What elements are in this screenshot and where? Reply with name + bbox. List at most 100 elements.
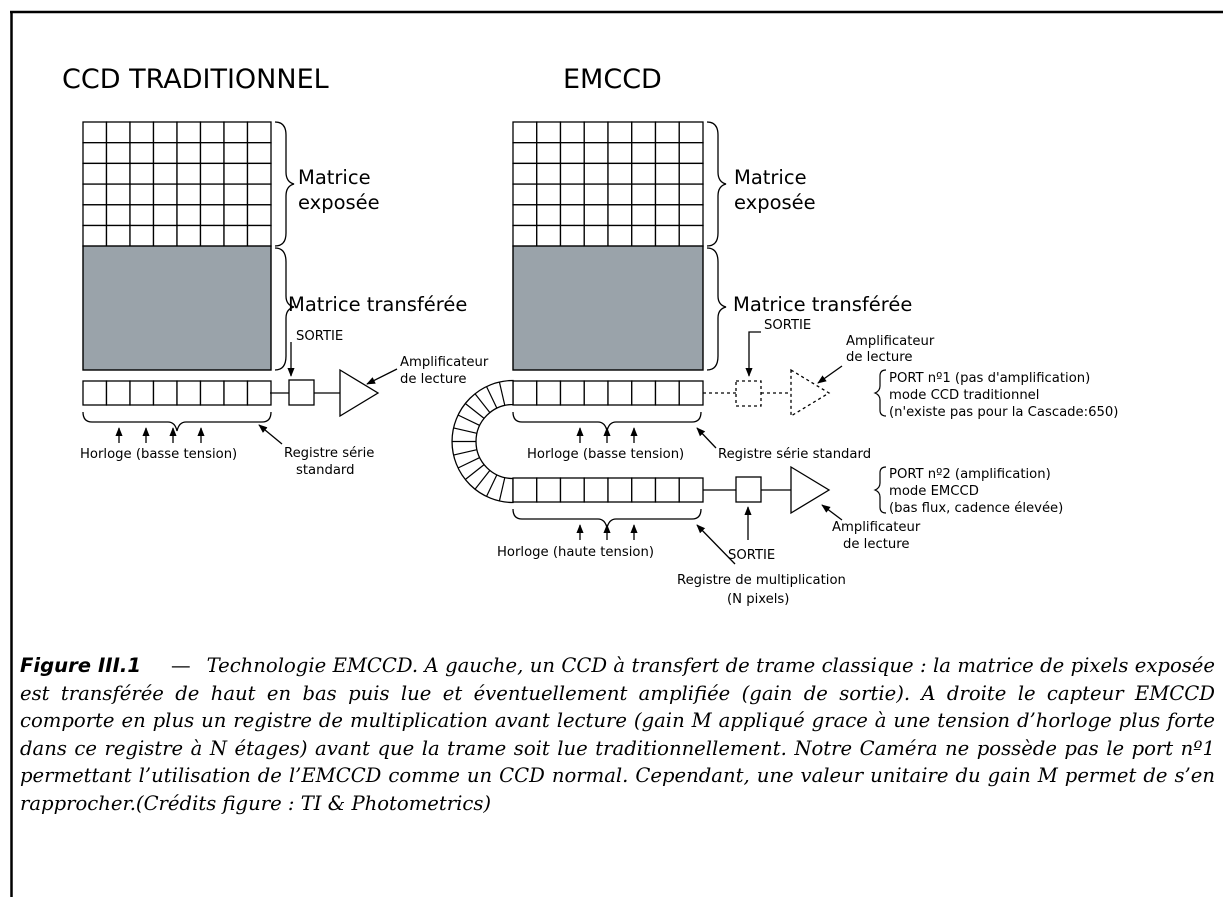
exposed-matrix bbox=[512, 121, 704, 247]
pixel-cell bbox=[559, 204, 585, 227]
caption-text: Technologie EMCCD. A gauche, un CCD à tr… bbox=[20, 654, 1215, 815]
output-node-port2 bbox=[735, 476, 762, 503]
pixel-cell bbox=[536, 142, 562, 165]
pixel-cell bbox=[654, 183, 680, 206]
pixel-cell bbox=[512, 224, 538, 247]
exposed-matrix-label: exposée bbox=[298, 191, 380, 214]
pixel-cell bbox=[246, 204, 272, 227]
pixel-cell bbox=[583, 183, 609, 206]
caption-dash: — bbox=[170, 654, 191, 677]
standard-serial-register bbox=[512, 380, 704, 406]
ccd-title: CCD TRADITIONNEL bbox=[62, 64, 329, 95]
pixel-cell bbox=[152, 162, 178, 185]
pixel-cell bbox=[583, 380, 609, 406]
figure-caption: Figure III.1—Technologie EMCCD. A gauche… bbox=[20, 652, 1215, 818]
output-label: SORTIE bbox=[764, 318, 811, 333]
pixel-cell bbox=[559, 477, 585, 503]
pixel-cell bbox=[607, 162, 633, 185]
serial-register-label: standard bbox=[296, 463, 355, 478]
pixel-cell bbox=[559, 142, 585, 165]
pixel-cell bbox=[223, 204, 249, 227]
output-label: SORTIE bbox=[296, 329, 343, 344]
emccd-diagram: CCD TRADITIONNEL Matrice exposée Matrice… bbox=[62, 64, 1118, 607]
horseshoe-cell bbox=[464, 403, 485, 419]
pixel-cell bbox=[246, 380, 272, 406]
exposed-matrix-label: Matrice bbox=[734, 166, 807, 189]
transferred-matrix bbox=[512, 245, 704, 371]
standard-register-label: Registre série standard bbox=[718, 446, 871, 462]
pixel-cell bbox=[678, 162, 704, 185]
pixel-cell bbox=[536, 224, 562, 247]
pixel-cell bbox=[654, 142, 680, 165]
pixel-cell bbox=[246, 142, 272, 165]
pixel-cell bbox=[82, 142, 108, 165]
readout-amplifier-port1 bbox=[790, 368, 831, 418]
pixel-cell bbox=[536, 477, 562, 503]
pixel-cell bbox=[631, 121, 657, 144]
exposed-matrix bbox=[82, 121, 272, 247]
pixel-cell bbox=[105, 224, 131, 247]
pixel-cell bbox=[583, 204, 609, 227]
pixel-cell bbox=[654, 121, 680, 144]
pixel-cell bbox=[129, 380, 155, 406]
transferred-matrix-label: Matrice transférée bbox=[288, 293, 467, 316]
pixel-cell bbox=[631, 477, 657, 503]
horseshoe-cell bbox=[453, 449, 478, 456]
pixel-cell bbox=[129, 204, 155, 227]
horseshoe-cell bbox=[485, 386, 498, 409]
pixel-cell bbox=[512, 121, 538, 144]
pixel-cell bbox=[176, 224, 202, 247]
amplifier-label: Amplificateur bbox=[400, 355, 489, 370]
clock-label: Horloge (basse tension) bbox=[80, 447, 237, 462]
emccd-title: EMCCD bbox=[563, 64, 662, 95]
pixel-cell bbox=[512, 477, 538, 503]
amplifier-label: Amplificateur bbox=[832, 520, 921, 535]
transferred-matrix-brace bbox=[706, 247, 727, 371]
pixel-cell bbox=[129, 121, 155, 144]
port1-label: mode CCD traditionnel bbox=[889, 388, 1039, 403]
pixel-cell bbox=[583, 142, 609, 165]
pixel-cell bbox=[176, 142, 202, 165]
transferred-matrix bbox=[82, 245, 272, 371]
pixel-cell bbox=[176, 121, 202, 144]
pixel-cell bbox=[199, 121, 225, 144]
exposed-matrix-brace bbox=[706, 121, 727, 247]
pixel-cell bbox=[512, 204, 538, 227]
horseshoe-cell bbox=[498, 477, 506, 502]
port2-label: PORT nº2 (amplification) bbox=[889, 467, 1051, 482]
clock-label: Horloge (basse tension) bbox=[527, 447, 684, 462]
pixel-cell bbox=[223, 380, 249, 406]
pixel-cell bbox=[223, 142, 249, 165]
pixel-cell bbox=[678, 121, 704, 144]
pixel-cell bbox=[199, 183, 225, 206]
horseshoe-cell bbox=[464, 464, 485, 480]
pixel-cell bbox=[105, 162, 131, 185]
amplifier-label: de lecture bbox=[843, 537, 909, 552]
ccd-traditional-panel: CCD TRADITIONNEL Matrice exposée Matrice… bbox=[62, 64, 489, 478]
pixel-cell bbox=[607, 121, 633, 144]
pixel-cell bbox=[536, 204, 562, 227]
pixel-cell bbox=[129, 224, 155, 247]
pixel-cell bbox=[678, 183, 704, 206]
serial-register bbox=[82, 380, 272, 406]
multiplication-register bbox=[512, 477, 704, 503]
pixel-cell bbox=[105, 142, 131, 165]
horseshoe-cell bbox=[485, 474, 498, 497]
pixel-cell bbox=[559, 380, 585, 406]
pixel-cell bbox=[607, 380, 633, 406]
serial-register-label: Registre série bbox=[284, 445, 374, 461]
pixel-cell bbox=[223, 162, 249, 185]
pixel-cell bbox=[152, 224, 178, 247]
exposed-matrix-brace bbox=[274, 121, 295, 247]
pixel-cell bbox=[678, 204, 704, 227]
pixel-cell bbox=[82, 121, 108, 144]
pixel-cell bbox=[246, 224, 272, 247]
horseshoe-cell bbox=[457, 457, 480, 469]
pixel-cell bbox=[246, 121, 272, 144]
pixel-cell bbox=[631, 183, 657, 206]
readout-amplifier bbox=[339, 368, 380, 418]
pixel-cell bbox=[246, 162, 272, 185]
pixel-cell bbox=[82, 162, 108, 185]
emccd-panel: EMCCD Matrice exposée Matrice transférée… bbox=[451, 64, 1118, 607]
